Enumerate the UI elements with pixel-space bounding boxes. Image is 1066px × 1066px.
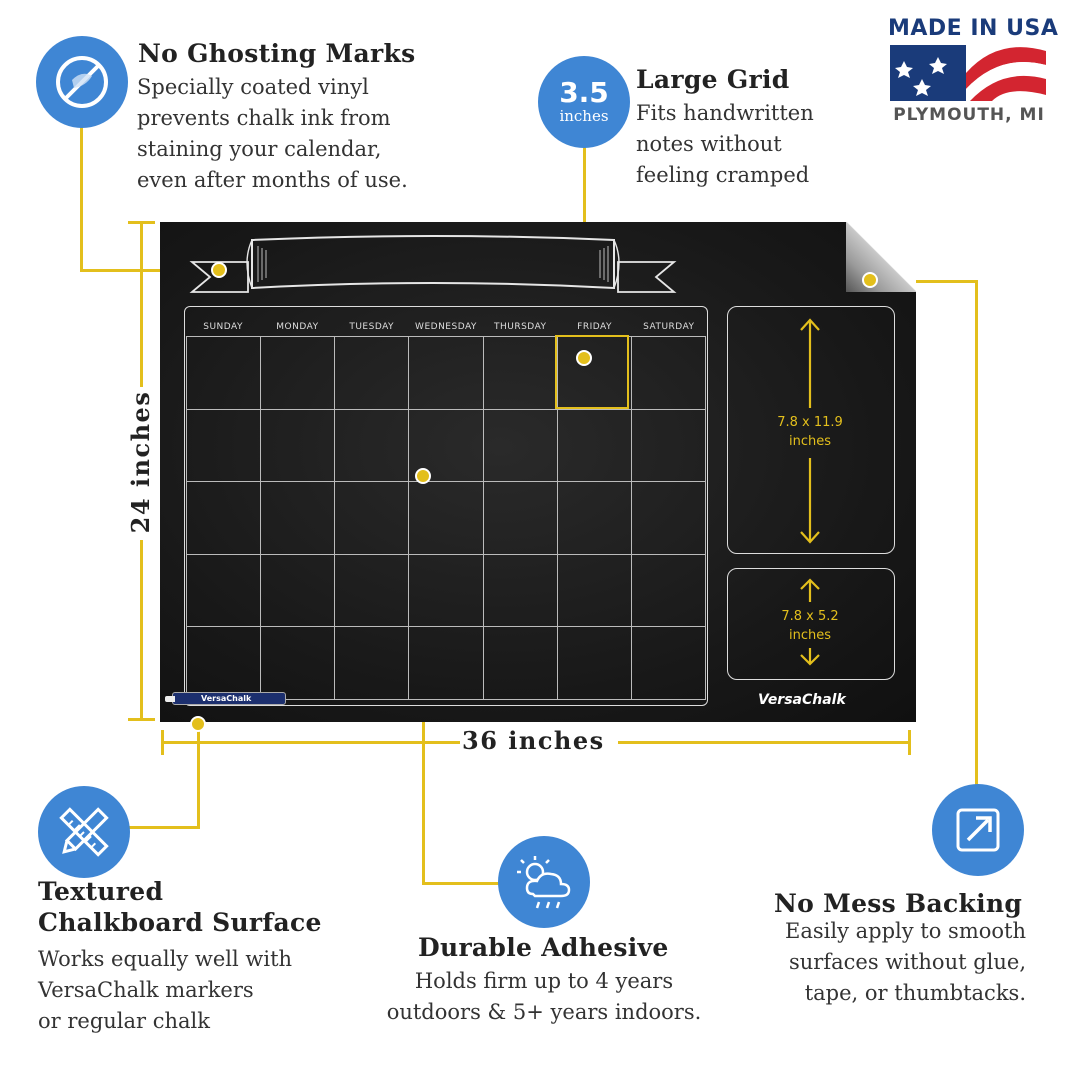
connector-backing-h [870, 280, 978, 283]
adhesive-title: Durable Adhesive [418, 933, 669, 962]
chalkboard-calendar: SUNDAY MONDAY TUESDAY WEDNESDAY THURSDAY… [160, 222, 916, 722]
adhesive-desc: Holds firm up to 4 years outdoors & 5+ y… [386, 969, 702, 1024]
surface-desc: Works equally well with VersaChalk marke… [38, 947, 293, 1033]
day-label: TUESDAY [349, 322, 395, 332]
dim-height-cap-top [128, 221, 155, 224]
callout-dot-ghosting [211, 262, 227, 278]
peel-backing-icon [932, 784, 1024, 876]
no-ghosting-icon [36, 36, 128, 128]
grid-title: Large Grid [636, 65, 790, 94]
backing-desc: Easily apply to smooth surfaces without … [785, 919, 1026, 1005]
day-label: THURSDAY [493, 322, 547, 332]
grid-cell-highlight [555, 335, 629, 409]
ribbon-banner [189, 235, 677, 293]
connector-surface-h [128, 826, 200, 829]
calendar-frame [184, 306, 708, 706]
dim-width-label: 36 inches [462, 726, 605, 755]
weather-icon [498, 836, 590, 928]
callout-dot-backing [862, 272, 878, 288]
callout-dot-grid [576, 350, 592, 366]
day-label: MONDAY [276, 322, 319, 332]
dim-height-cap-bottom [128, 718, 155, 721]
brand-logo: VersaChalk [758, 692, 846, 708]
dim-width-cap-right [908, 730, 911, 755]
dim-width-cap-left [161, 730, 164, 755]
pencil-ruler-icon [38, 786, 130, 878]
dim-height-label: 24 inches [126, 390, 155, 534]
connector-ghosting-v [80, 100, 83, 272]
note-large-size: 7.8 x 11.9 inches [777, 415, 843, 449]
dim-height-line-top [140, 222, 143, 387]
day-label: FRIDAY [577, 322, 612, 332]
day-label: SUNDAY [203, 322, 244, 332]
ghosting-title: No Ghosting Marks [138, 39, 416, 68]
day-label: SATURDAY [643, 322, 695, 332]
chalk-marker: VersaChalk [165, 692, 286, 705]
grid-size-badge: 3.5 inches [538, 56, 630, 148]
peeling-corner [846, 222, 916, 292]
usa-flag-icon [890, 45, 1046, 101]
connector-surface-v [197, 724, 200, 829]
note-box-small [727, 568, 895, 680]
ghosting-desc: Specially coated vinyl prevents chalk in… [137, 75, 408, 192]
backing-title: No Mess Backing [774, 889, 1023, 918]
grid-desc: Fits handwritten notes without feeling c… [636, 101, 814, 187]
dim-width-line-right [618, 741, 910, 744]
connector-adhesive-h [422, 882, 500, 885]
surface-title: Textured Chalkboard Surface [38, 877, 322, 938]
callout-dot-adhesive [415, 468, 431, 484]
weekday-header: SUNDAY MONDAY TUESDAY WEDNESDAY THURSDAY… [186, 318, 706, 336]
dim-height-line-bottom [140, 540, 143, 720]
arrow-vertical-small [800, 578, 820, 666]
arrow-vertical-large [800, 318, 820, 544]
note-small-size: 7.8 x 5.2 inches [781, 609, 839, 643]
note-box-large [727, 306, 895, 554]
callout-dot-surface [190, 716, 206, 732]
made-in-usa-badge: MADE IN USA PLYMOUTH, MI [888, 16, 1059, 125]
dim-width-line-left [162, 741, 460, 744]
day-label: WEDNESDAY [415, 322, 477, 332]
connector-backing-v [975, 280, 978, 785]
connector-ghosting-h [80, 269, 220, 272]
